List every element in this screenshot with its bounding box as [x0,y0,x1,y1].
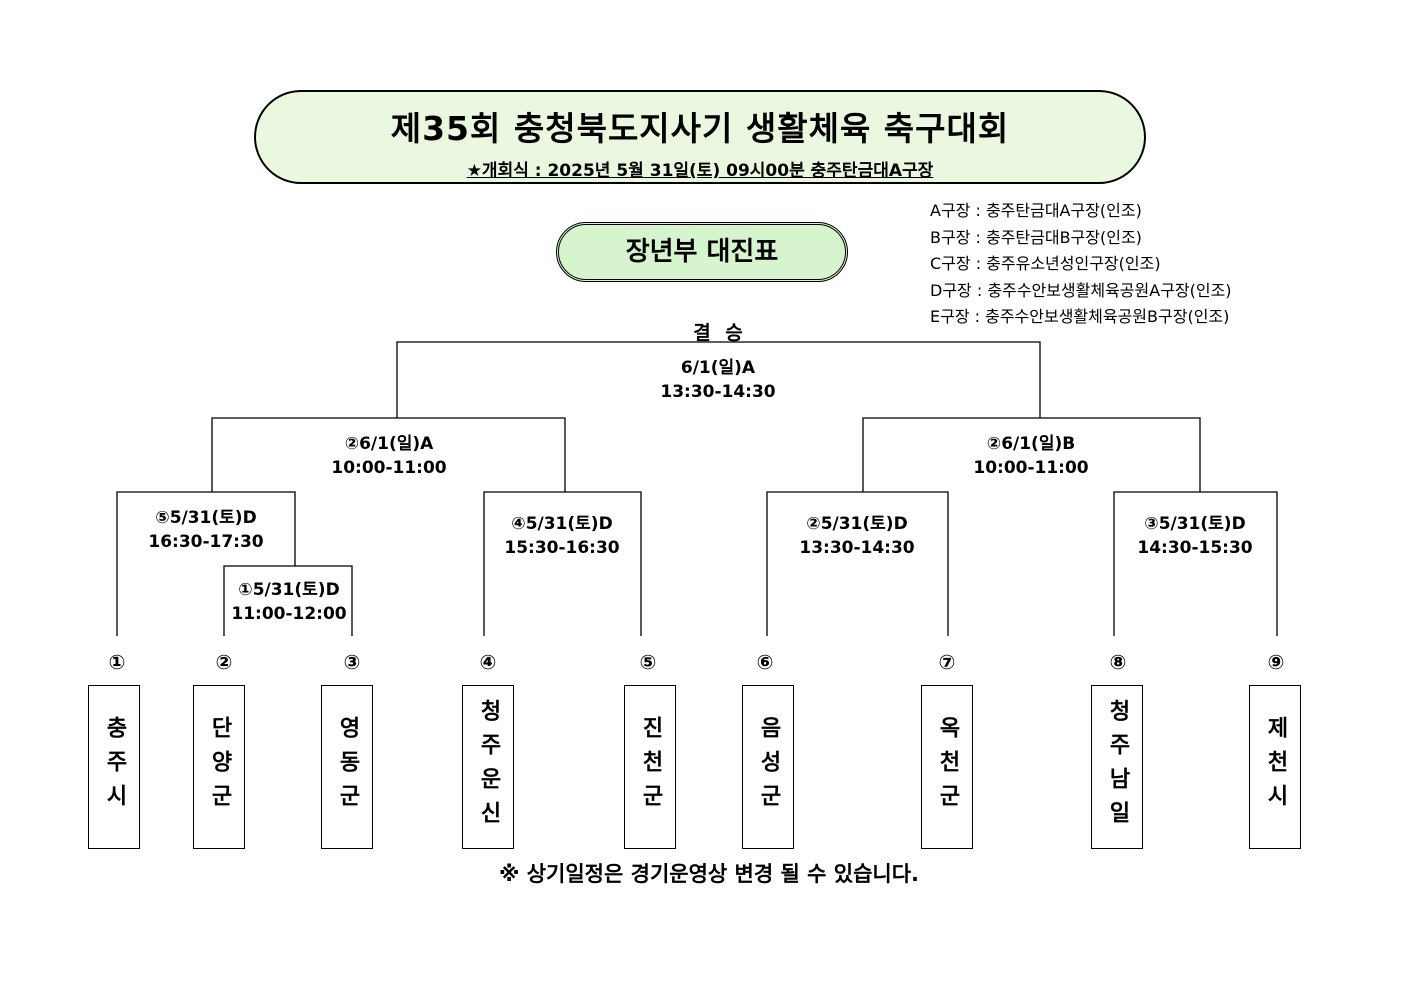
seed-number: ② [215,650,233,674]
semi-right-connector [862,417,1201,492]
venue-d: D구장 : 충주수안보생활체육공원A구장(인조) [930,280,1232,300]
venue-c: C구장 : 충주유소년성인구장(인조) [930,254,1161,273]
final-date: 6/1(일)A [680,358,756,378]
opening-ceremony-info: ★개회식 : 2025년 5월 31일(토) 09시00분 충주탄금대A구장 [466,161,934,181]
semi-left-date: ②6/1(일)A [344,434,434,454]
qf5-match: ⑤5/31(토)D 16:30-17:30 [106,506,306,554]
team-box-yeongdong: 영동군 [321,685,373,849]
semi-right-match: ②6/1(일)B 10:00-11:00 [931,432,1131,480]
venue-legend: A구장 : 충주탄금대A구장(인조) B구장 : 충주탄금대B구장(인조) C구… [930,198,1232,331]
final-time: 13:30-14:30 [660,382,776,402]
qf4-time: 15:30-16:30 [504,538,620,558]
seed-number: ① [108,650,126,674]
seed-number: ⑧ [1109,650,1127,674]
team-box-jincheon: 진천군 [624,685,676,849]
seed-number: ③ [343,650,361,674]
semi-right-date: ②6/1(일)B [986,434,1076,454]
qf2-match: ②5/31(토)D 13:30-14:30 [757,512,957,560]
r1-date: ①5/31(토)D [238,580,340,600]
qf4-date: ④5/31(토)D [511,514,613,534]
seed-number: ⑦ [938,650,956,674]
qf3-match: ③5/31(토)D 14:30-15:30 [1095,512,1295,560]
qf3-connector [1113,491,1278,636]
semi-right-time: 10:00-11:00 [973,458,1089,478]
qf4-connector [483,491,642,636]
qf2-time: 13:30-14:30 [799,538,915,558]
final-match: 6/1(일)A 13:30-14:30 [618,356,818,404]
semi-left-time: 10:00-11:00 [331,458,447,478]
qf2-date: ②5/31(토)D [806,514,908,534]
qf4-match: ④5/31(토)D 15:30-16:30 [462,512,662,560]
schedule-notice: ※ 상기일정은 경기운영상 변경 될 수 있습니다. [498,862,920,886]
team-box-jecheon: 제천시 [1249,685,1301,849]
r1-match: ①5/31(토)D 11:00-12:00 [189,578,389,626]
team-box-eumseong: 음성군 [742,685,794,849]
tournament-title: 제35회 충청북도지사기 생활체육 축구대회 [390,109,1010,148]
r1-connector [223,565,353,636]
team-box-danyang: 단양군 [193,685,245,849]
division-badge: 장년부 대진표 [556,222,848,282]
venue-b: B구장 : 충주탄금대B구장(인조) [930,227,1142,247]
seed-number: ⑨ [1267,650,1285,674]
r1-time: 11:00-12:00 [231,604,347,624]
venue-e: E구장 : 충주수안보생활체육공원B구장(인조) [930,307,1230,326]
team-box-cheongju-namil: 청주남일 [1091,685,1143,849]
qf2-connector [766,491,949,636]
final-connector [396,341,1041,418]
seed-number: ⑤ [639,650,657,674]
qf3-date: ③5/31(토)D [1144,514,1246,534]
team-box-cheongju-unsin: 청주운신 [462,685,514,849]
title-banner: 제35회 충청북도지사기 생활체육 축구대회 ★개회식 : 2025년 5월 3… [254,90,1146,184]
semi-left-match: ②6/1(일)A 10:00-11:00 [289,432,489,480]
venue-a: A구장 : 충주탄금대A구장(인조) [930,201,1142,220]
qf3-time: 14:30-15:30 [1137,538,1253,558]
team-box-okcheon: 옥천군 [921,685,973,849]
qf5-connector [116,491,296,636]
qf5-date: ⑤5/31(토)D [155,508,257,528]
semi-left-connector [211,417,566,492]
team-box-chungju: 충주시 [88,685,140,849]
qf5-time: 16:30-17:30 [148,532,264,552]
seed-number: ④ [479,650,497,674]
seed-number: ⑥ [756,650,774,674]
final-label: 결 승 [693,322,747,344]
